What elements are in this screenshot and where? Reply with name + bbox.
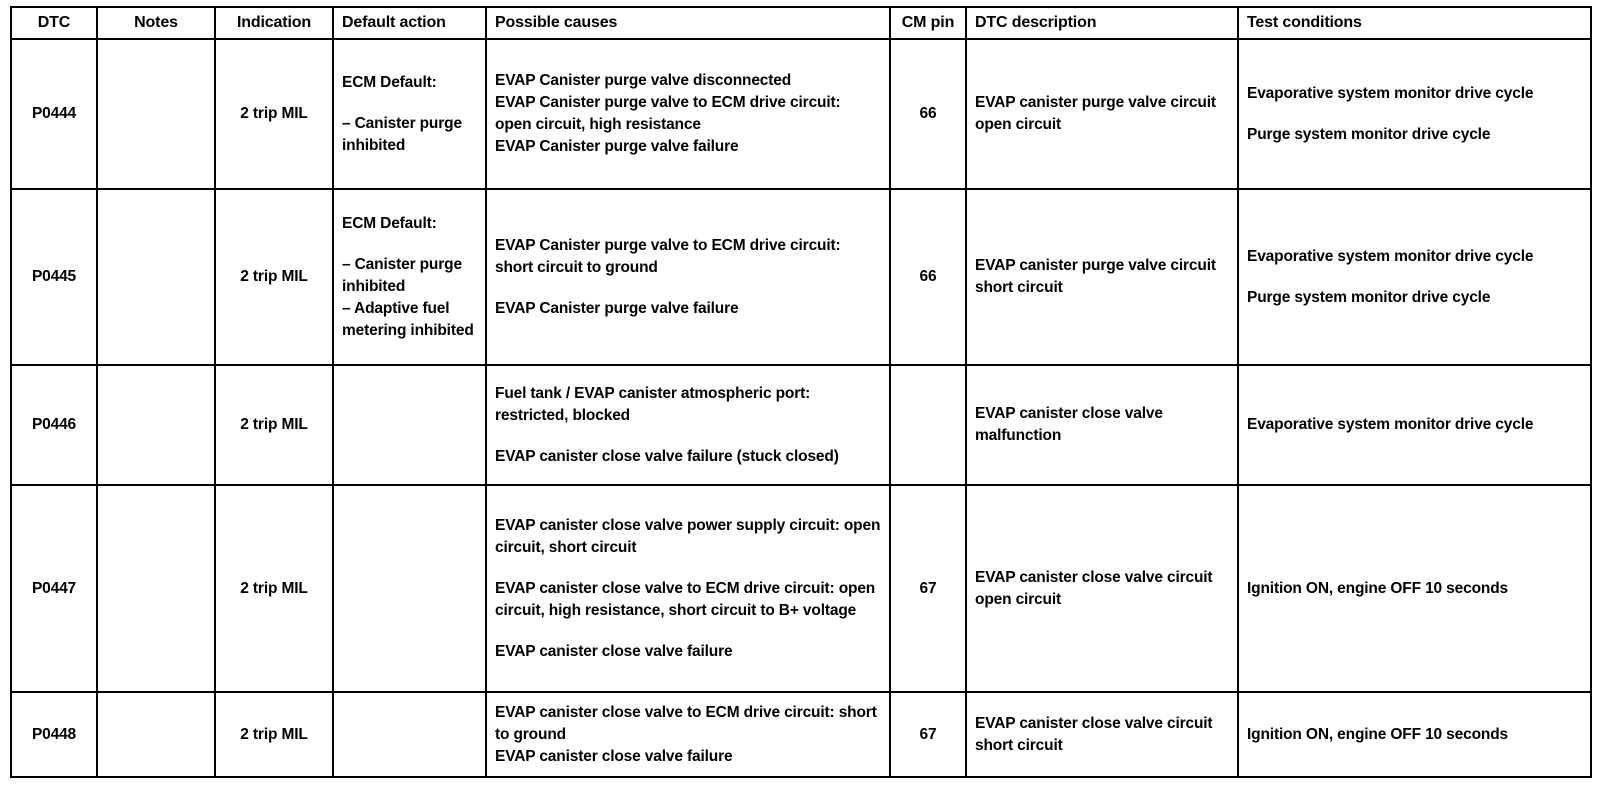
cell-cm-pin: 67 [889,691,967,778]
cell-cm-pin [889,364,967,486]
dtc-table: DTC Notes Indication Default action Poss… [10,6,1592,778]
cell-test-conditions: Ignition ON, engine OFF 10 seconds [1237,691,1592,778]
test-condition-line: Purge system monitor drive cycle [1247,288,1491,306]
cell-dtc: P0448 [10,691,98,778]
column-header-possible-causes: Possible causes [485,6,891,40]
default-action-line: ECM Default: [342,73,437,91]
possible-cause-line: EVAP canister close valve power supply c… [495,516,881,556]
table-row: P0445 2 trip MIL ECM Default: – Canister… [10,188,1592,366]
possible-cause-line: EVAP Canister purge valve to ECM drive c… [495,236,841,276]
dtc-table-container: DTC Notes Indication Default action Poss… [10,6,1592,778]
cell-notes [96,38,216,190]
cell-notes [96,484,216,693]
cell-indication: 2 trip MIL [214,484,334,693]
cell-dtc: P0444 [10,38,98,190]
cell-indication: 2 trip MIL [214,188,334,366]
cell-dtc: P0446 [10,364,98,486]
cell-indication: 2 trip MIL [214,364,334,486]
possible-cause-line: EVAP Canister purge valve disconnected [495,72,792,89]
cell-possible-causes: EVAP canister close valve to ECM drive c… [485,691,891,778]
test-condition-line: Evaporative system monitor drive cycle [1247,416,1534,433]
test-condition-line: Purge system monitor drive cycle [1247,125,1491,143]
cell-dtc: P0447 [10,484,98,693]
test-condition-line: Evaporative system monitor drive cycle [1247,247,1534,265]
table-body: P0444 2 trip MIL ECM Default: – Canister… [10,38,1592,778]
cell-dtc-description: EVAP canister close valve circuit open c… [965,484,1239,693]
possible-cause-line: EVAP Canister purge valve to ECM drive c… [495,94,841,133]
column-header-notes: Notes [96,6,216,40]
cell-default-action: ECM Default: – Canister purge inhibited [332,38,487,190]
cell-indication: 2 trip MIL [214,691,334,778]
test-condition-line: Ignition ON, engine OFF 10 seconds [1247,579,1509,597]
cell-test-conditions: Evaporative system monitor drive cycle [1237,364,1592,486]
column-header-test-conditions: Test conditions [1237,6,1592,40]
cell-dtc-description: EVAP canister close valve circuit short … [965,691,1239,778]
cell-default-action [332,364,487,486]
column-header-dtc-description: DTC description [965,6,1239,40]
default-action-line: ECM Default: [342,214,437,232]
possible-cause-line: EVAP canister close valve failure [495,642,733,660]
test-condition-line: Evaporative system monitor drive cycle [1247,84,1534,102]
cell-dtc-description: EVAP canister close valve malfunction [965,364,1239,486]
default-action-line: – Canister purge inhibited [342,114,462,154]
default-action-line: – Canister purge inhibited [342,255,462,295]
possible-cause-line: EVAP canister close valve failure [495,747,733,765]
column-header-cm-pin: CM pin [889,6,967,40]
column-header-default-action: Default action [332,6,487,40]
table-header: DTC Notes Indication Default action Poss… [10,6,1592,40]
column-header-indication: Indication [214,6,334,40]
table-row: P0446 2 trip MIL Fuel tank / EVAP canist… [10,364,1592,486]
cell-dtc-description: EVAP canister purge valve circuit open c… [965,38,1239,190]
possible-cause-line: Fuel tank / EVAP canister atmospheric po… [495,384,811,424]
cell-indication: 2 trip MIL [214,38,334,190]
test-condition-line: Ignition ON, engine OFF 10 seconds [1247,725,1509,743]
table-row: P0444 2 trip MIL ECM Default: – Canister… [10,38,1592,190]
table-row: P0448 2 trip MIL EVAP canister close val… [10,691,1592,778]
cell-possible-causes: Fuel tank / EVAP canister atmospheric po… [485,364,891,486]
possible-cause-line: EVAP Canister purge valve failure [495,138,739,155]
cell-cm-pin: 67 [889,484,967,693]
header-row: DTC Notes Indication Default action Poss… [10,6,1592,40]
cell-default-action [332,691,487,778]
cell-dtc: P0445 [10,188,98,366]
cell-possible-causes: EVAP canister close valve power supply c… [485,484,891,693]
cell-dtc-description: EVAP canister purge valve circuit short … [965,188,1239,366]
cell-notes [96,188,216,366]
cell-test-conditions: Evaporative system monitor drive cycle P… [1237,38,1592,190]
cell-possible-causes: EVAP Canister purge valve disconnected E… [485,38,891,190]
cell-test-conditions: Ignition ON, engine OFF 10 seconds [1237,484,1592,693]
cell-default-action: ECM Default: – Canister purge inhibited … [332,188,487,366]
column-header-dtc: DTC [10,6,98,40]
cell-test-conditions: Evaporative system monitor drive cycle P… [1237,188,1592,366]
possible-cause-line: EVAP canister close valve to ECM drive c… [495,703,877,743]
default-action-line: – Adaptive fuel metering inhibited [342,299,474,339]
cell-possible-causes: EVAP Canister purge valve to ECM drive c… [485,188,891,366]
cell-cm-pin: 66 [889,38,967,190]
possible-cause-line: EVAP canister close valve to ECM drive c… [495,579,876,619]
cell-notes [96,364,216,486]
cell-notes [96,691,216,778]
cell-cm-pin: 66 [889,188,967,366]
table-row: P0447 2 trip MIL EVAP canister close val… [10,484,1592,693]
possible-cause-line: EVAP canister close valve failure (stuck… [495,447,839,465]
cell-default-action [332,484,487,693]
possible-cause-line: EVAP Canister purge valve failure [495,299,739,317]
